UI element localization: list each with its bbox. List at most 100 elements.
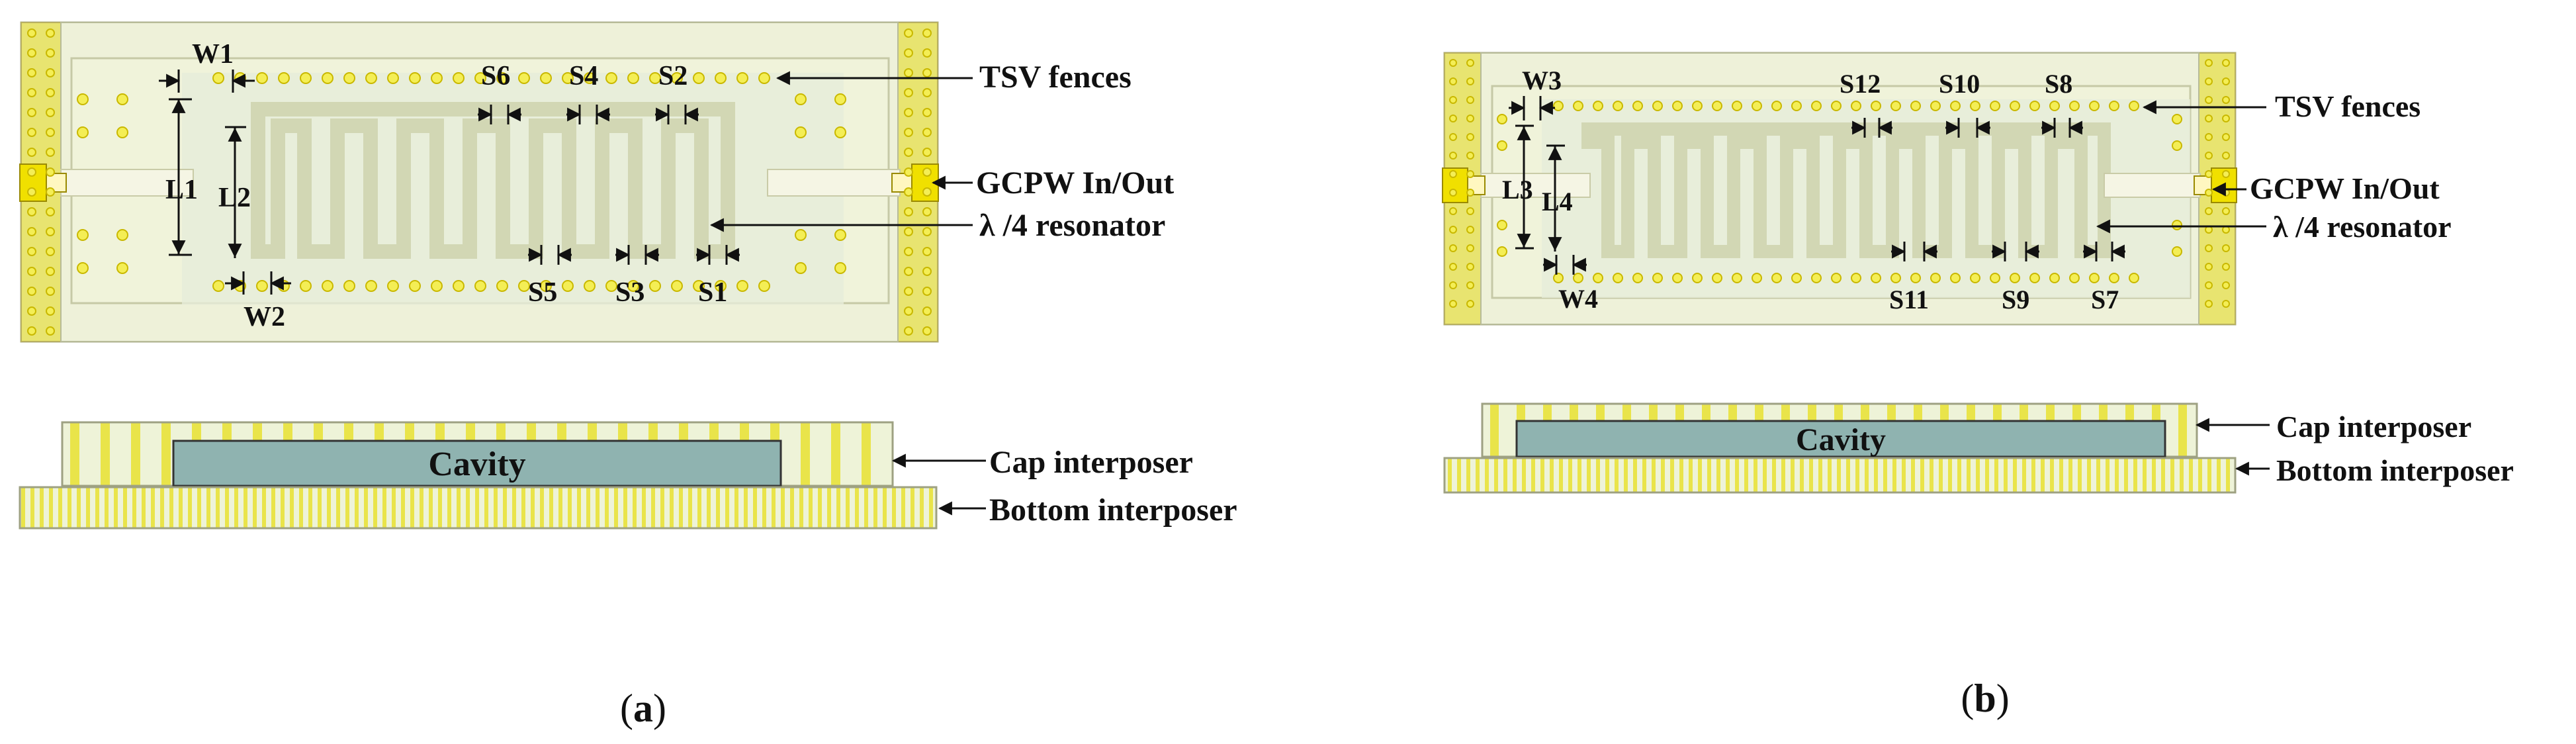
- tsv-via: [1613, 101, 1623, 111]
- tsv-via: [605, 280, 617, 292]
- tsv-via: [922, 287, 932, 296]
- tsv-via: [1466, 207, 1474, 215]
- tsv-via: [46, 187, 55, 197]
- tsv-via: [1449, 77, 1457, 85]
- tsv-via: [1950, 273, 1961, 283]
- tsv-via: [758, 72, 770, 84]
- tsv-via: [212, 72, 224, 84]
- tsv-via: [693, 280, 705, 292]
- tsv-via: [1791, 101, 1802, 111]
- tsv-via: [365, 72, 377, 84]
- tsv-via: [1573, 273, 1583, 283]
- tsv-via: [496, 280, 508, 292]
- tsv-via: [1831, 101, 1842, 111]
- label-gcpw-b: GCPW In/Out: [2250, 171, 2440, 205]
- cavity-label-a: Cavity: [428, 445, 525, 483]
- cavity-a: [172, 440, 782, 487]
- tsv-via: [343, 72, 355, 84]
- tsv-via: [715, 280, 727, 292]
- cavity-b: [1515, 420, 2166, 458]
- tsv-via: [1910, 101, 1921, 111]
- tsv-via: [1449, 263, 1457, 271]
- tsv-via: [2089, 101, 2100, 111]
- tsv-via: [904, 167, 913, 177]
- tsv-via: [46, 68, 55, 77]
- tsv-via: [2222, 96, 2230, 104]
- tsv-via: [343, 280, 355, 292]
- tsv-via: [496, 72, 508, 84]
- tsv-via: [1553, 101, 1564, 111]
- tsv-via: [904, 207, 913, 216]
- tsv-via: [2049, 273, 2060, 283]
- tsv-via: [1890, 101, 1901, 111]
- tsv-via: [922, 88, 932, 97]
- tsv-via: [627, 280, 639, 292]
- caption-b: (b): [1961, 676, 2009, 720]
- tsv-via: [2222, 59, 2230, 67]
- tsv-via: [904, 287, 913, 296]
- tsv-via: [2205, 59, 2213, 67]
- tsv-via: [27, 68, 36, 77]
- tsv-via: [27, 148, 36, 157]
- dim-S7: S7: [2091, 285, 2119, 314]
- tsv-via: [1950, 101, 1961, 111]
- tsv-via: [1573, 101, 1583, 111]
- label-resonator-b: λ /4 resonator: [2273, 210, 2452, 244]
- dim-W4: W4: [1558, 284, 1598, 314]
- tsv-via: [1449, 207, 1457, 215]
- tsv-via: [1449, 59, 1457, 67]
- label-gcpw-a: GCPW In/Out: [976, 165, 1174, 201]
- tsv-via: [834, 126, 846, 138]
- tsv-via: [1771, 273, 1782, 283]
- tsv-via: [671, 72, 683, 84]
- tsv-via: [1466, 152, 1474, 160]
- label-tsv-fences-a: TSV fences: [979, 60, 1132, 95]
- tsv-via: [1449, 170, 1457, 178]
- tsv-via: [1652, 101, 1663, 111]
- tsv-via: [1497, 220, 1507, 230]
- tsv-via: [584, 280, 596, 292]
- tsv-via: [1466, 77, 1474, 85]
- tsv-via: [1990, 101, 2000, 111]
- tsv-via: [2010, 101, 2020, 111]
- tsv-via: [758, 280, 770, 292]
- tsv-fence-vias-b: [1449, 59, 2230, 308]
- tsv-via: [1466, 59, 1474, 67]
- tsv-via: [1466, 96, 1474, 104]
- tsv-via: [2010, 273, 2020, 283]
- tsv-via: [46, 247, 55, 256]
- tsv-via: [1449, 281, 1457, 289]
- tsv-via: [116, 229, 128, 241]
- tsv-via: [2049, 101, 2060, 111]
- label-resonator-a: λ /4 resonator: [979, 208, 1165, 243]
- tsv-via: [1449, 300, 1457, 308]
- tsv-via: [1497, 246, 1507, 257]
- tsv-via: [1930, 101, 1941, 111]
- tsv-via: [1593, 101, 1603, 111]
- tsv-via: [1466, 133, 1474, 141]
- tsv-via: [2069, 101, 2080, 111]
- tsv-via: [27, 108, 36, 117]
- figure-b: W3 L3 L4 W4 S12 S10 S8 S11 S9 S7 TSV fen…: [1442, 52, 2514, 720]
- tsv-via: [922, 326, 932, 336]
- tsv-via: [1851, 273, 1861, 283]
- tsv-via: [922, 28, 932, 38]
- tsv-via: [256, 280, 268, 292]
- label-bottom-interposer-a: Bottom interposer: [989, 492, 1237, 528]
- tsv-via: [922, 148, 932, 157]
- tsv-via: [387, 280, 399, 292]
- tsv-via: [27, 88, 36, 97]
- tsv-via: [27, 207, 36, 216]
- tsv-via: [540, 72, 552, 84]
- label-cap-interposer-a: Cap interposer: [989, 445, 1193, 480]
- dim-S11: S11: [1889, 285, 1929, 314]
- tsv-via: [922, 227, 932, 236]
- tsv-via: [27, 247, 36, 256]
- tsv-via: [2205, 244, 2213, 252]
- side-view-a: Cavity Cap interposer Bottom interposer: [19, 421, 1237, 530]
- tsv-via: [1712, 273, 1722, 283]
- tsv-via: [1449, 244, 1457, 252]
- tsv-via: [256, 72, 268, 84]
- dim-S2: S2: [658, 61, 688, 91]
